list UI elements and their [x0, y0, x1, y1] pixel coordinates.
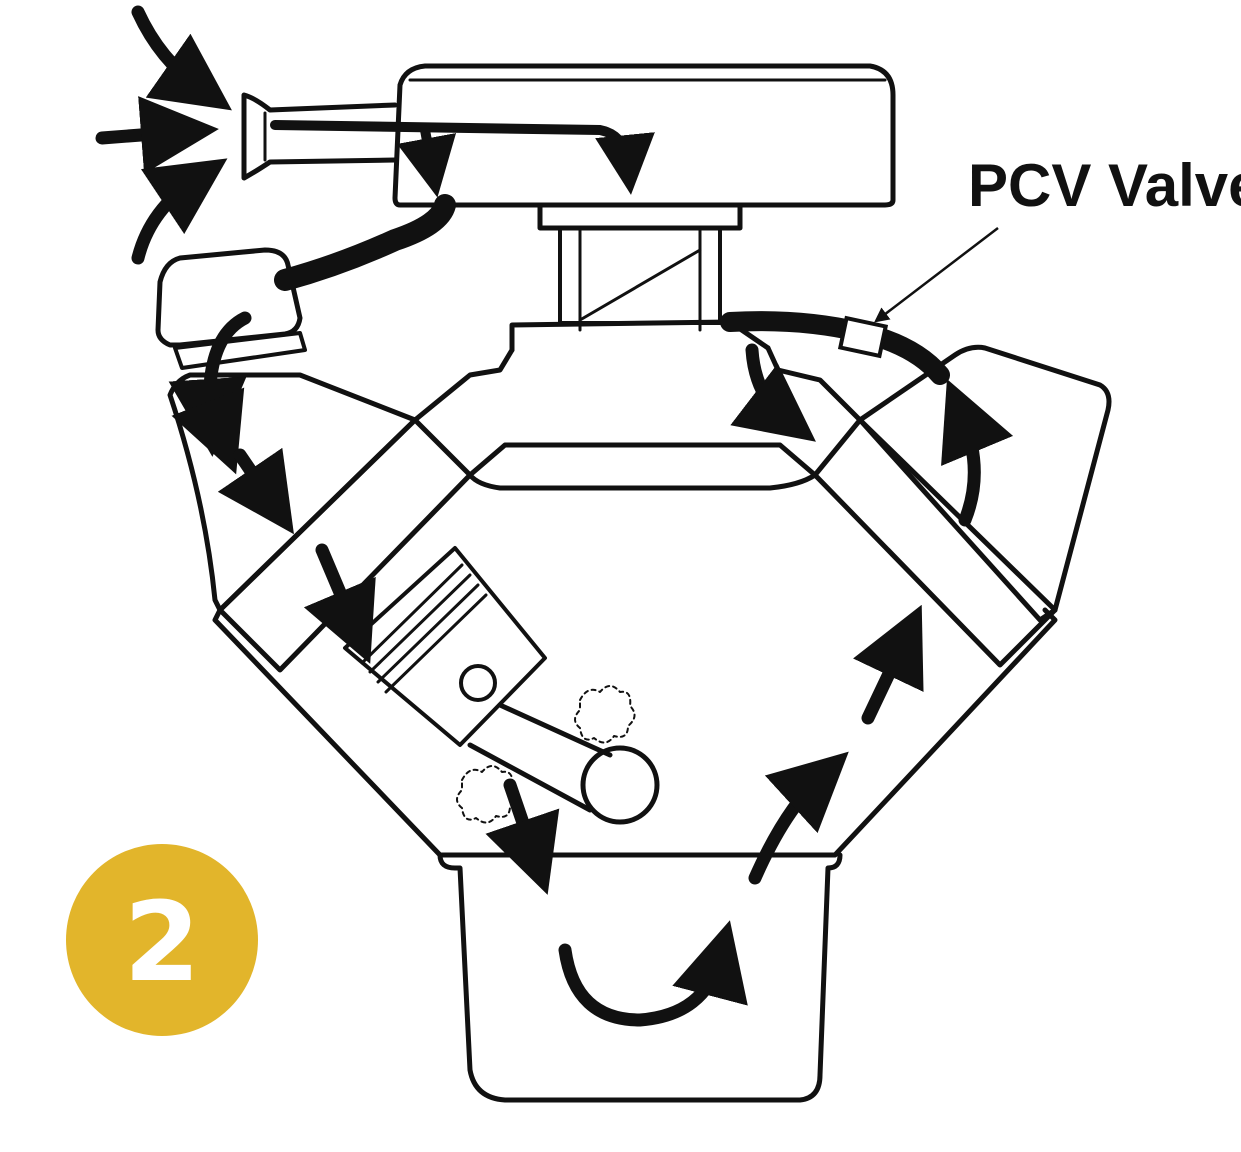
- engine-block-lower: [212, 607, 1058, 858]
- flow-arrow-pan-up: [748, 751, 849, 885]
- carb-throat: [558, 226, 722, 325]
- right-cylinder-band: [812, 417, 1058, 668]
- air-cleaner: [392, 63, 896, 208]
- breather-hose: [274, 194, 456, 291]
- flow-arrow-left-cylinder: [303, 543, 376, 664]
- piston: [343, 546, 547, 747]
- flow-arrow-snorkel-down: [397, 125, 457, 198]
- wrist-pin: [459, 664, 497, 702]
- piston-ring-2: [368, 573, 472, 674]
- throttle-plate: [578, 248, 702, 322]
- piston-ring-1: [360, 563, 464, 665]
- breather-cap: [155, 247, 303, 348]
- flow-arrow-right-head: [941, 379, 1014, 527]
- manifold-flange: [509, 319, 771, 353]
- piston-ring-4: [384, 593, 488, 694]
- step-badge: [66, 844, 258, 1036]
- center-v-plate: [467, 442, 818, 491]
- flow-arrow-snorkel-through: [270, 120, 655, 195]
- oil-pan: [437, 852, 843, 1103]
- left-cylinder-band: [217, 417, 473, 673]
- piston-ring-3: [376, 583, 480, 684]
- flow-arrow-left-head-1: [171, 387, 245, 475]
- intake-manifold: [412, 345, 863, 423]
- pcv-hose: [720, 311, 950, 385]
- blowby-puff-bottom: [456, 765, 518, 824]
- flow-arrow-right-block: [853, 604, 924, 725]
- breather-collar: [173, 331, 307, 370]
- right-valve-cover: [857, 344, 1112, 623]
- pcv-label: PCV Valve: [968, 152, 1241, 219]
- blowby-puff-top: [574, 685, 636, 744]
- flow-arrow-intake-bottom: [131, 158, 228, 265]
- flow-arrow-breather-curve: [168, 311, 252, 457]
- flow-arrow-intake-top: [131, 5, 232, 111]
- air-intake-snorkel: [241, 92, 398, 181]
- carb-base: [537, 202, 743, 231]
- flow-arrow-intake-middle: [95, 96, 219, 174]
- pcv-leader-line: [874, 227, 999, 323]
- flow-arrow-crankcase-down: [485, 778, 560, 895]
- pcv-valve: [837, 315, 889, 359]
- step-badge-number: 2: [124, 878, 201, 1006]
- crank-journal: [580, 745, 660, 825]
- connecting-rod: [467, 702, 613, 813]
- flow-arrow-left-head-2: [217, 447, 294, 535]
- flow-arrow-manifold-down: [730, 343, 816, 442]
- flow-arrow-pan-swirl: [558, 920, 748, 1027]
